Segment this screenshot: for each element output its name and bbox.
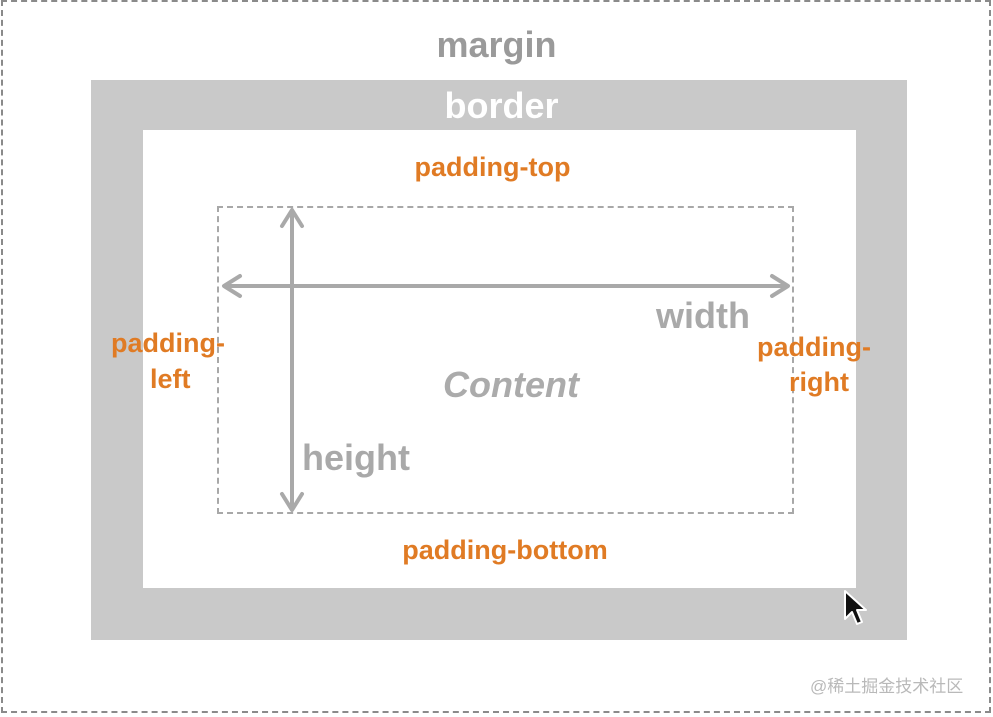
border-label: border [444, 85, 559, 126]
width-arrow-icon [222, 274, 790, 298]
height-arrow-icon [280, 208, 304, 512]
padding-bottom-label: padding-bottom [402, 535, 608, 565]
padding-left-label-line1: padding- [111, 328, 225, 358]
height-label: height [302, 437, 410, 478]
content-area [217, 206, 794, 514]
margin-label: margin [436, 24, 557, 65]
width-label: width [656, 295, 750, 336]
padding-right-label-line2: right [789, 367, 849, 397]
padding-right-label-line1: padding- [757, 332, 871, 362]
mouse-pointer-icon [844, 590, 867, 625]
padding-top-label: padding-top [414, 152, 571, 182]
padding-left-label-line2: left [150, 364, 191, 394]
watermark-text: @稀土掘金技术社区 [810, 677, 964, 696]
content-label: Content [443, 364, 579, 405]
